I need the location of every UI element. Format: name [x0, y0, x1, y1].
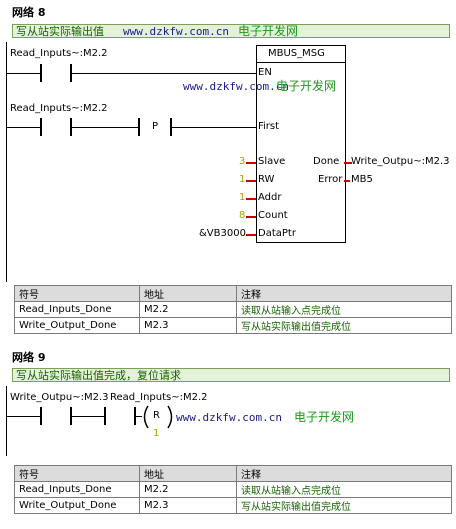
param-dataptr-wire	[246, 234, 256, 236]
rung2-wire-c	[172, 127, 256, 128]
symbol-table-8: 符号 地址 注释 Read_Inputs_Done M2.2 读取从站输入点完成…	[14, 285, 452, 334]
rung1-contact-label: Read_Inputs~:M2.2	[10, 48, 108, 59]
network-8-comment[interactable]: 写从站实际输出值	[12, 24, 450, 38]
param-count-value[interactable]: 8	[239, 210, 246, 221]
col-address: 地址	[139, 465, 237, 482]
n9-wire-a	[6, 416, 40, 417]
param-addr-wire	[246, 198, 256, 200]
reset-coil-count[interactable]: 1	[153, 428, 160, 439]
param-rw-value[interactable]: 1	[239, 174, 246, 185]
rung2-contact-right[interactable]	[70, 118, 72, 136]
n9-contact2-left[interactable]	[104, 407, 106, 425]
rung2-wire-b	[72, 127, 138, 128]
symbol-table-9: 符号 地址 注释 Read_Inputs_Done M2.2 读取从站输入点完成…	[14, 465, 452, 514]
col-symbol: 符号	[14, 465, 140, 482]
cell-symbol[interactable]: Write_Output_Done	[14, 317, 140, 334]
rung2-contact-left[interactable]	[40, 118, 42, 136]
reset-coil[interactable]	[140, 404, 176, 430]
pin-first: First	[258, 121, 280, 132]
rung1-contact-right[interactable]	[70, 64, 72, 82]
output-done-value[interactable]: Write_Outpu~:M2.3	[351, 156, 450, 167]
col-symbol: 符号	[14, 285, 140, 302]
param-dataptr-value[interactable]: &VB3000	[199, 228, 246, 239]
network-9-comment[interactable]: 写从站实际输出值完成，复位请求	[12, 368, 450, 382]
param-count-wire	[246, 216, 256, 218]
rung2-wire-a	[6, 127, 40, 128]
rung2-contact-label: Read_Inputs~:M2.2	[10, 103, 108, 114]
watermark-url-3: www.dzkfw.com.cn	[176, 411, 282, 424]
power-rail-9	[6, 386, 7, 456]
param-addr-value[interactable]: 1	[239, 192, 246, 203]
n9-contact1-right[interactable]	[70, 407, 72, 425]
n9-contact1-left[interactable]	[40, 407, 42, 425]
cell-address[interactable]: M2.2	[139, 481, 237, 498]
cell-comment[interactable]: 读取从站输入点完成位	[236, 301, 452, 318]
n9-contact2-right[interactable]	[134, 407, 136, 425]
output-done-wire	[344, 162, 352, 164]
network-9-title: 网络 9	[12, 351, 46, 364]
p-contact-right[interactable]	[170, 118, 172, 136]
pin-error: Error	[318, 174, 343, 185]
block-title: MBUS_MSG	[268, 48, 325, 59]
col-address: 地址	[139, 285, 237, 302]
network-8-comment-text: 写从站实际输出值	[16, 25, 104, 38]
table-row[interactable]: Write_Output_Done M2.3 写从站实际输出值完成位	[14, 317, 452, 334]
watermark-name-3: 电子开发网	[294, 410, 355, 424]
cell-symbol[interactable]: Read_Inputs_Done	[14, 301, 140, 318]
cell-symbol[interactable]: Write_Output_Done	[14, 497, 140, 514]
network-8-title: 网络 8	[12, 6, 46, 19]
n9-wire-c	[136, 416, 142, 417]
cell-symbol[interactable]: Read_Inputs_Done	[14, 481, 140, 498]
watermark-name: 电子开发网	[238, 24, 299, 38]
pin-addr: Addr	[258, 192, 282, 203]
param-slave-wire	[246, 162, 256, 164]
watermark-url-2: www.dzkfw.com.cn	[183, 80, 289, 93]
n9-contact1-label: Write_Outpu~:M2.3	[10, 392, 109, 403]
p-contact-left[interactable]	[138, 118, 140, 136]
mbus-msg-block[interactable]	[256, 45, 346, 243]
table-row[interactable]: Write_Output_Done M2.3 写从站实际输出值完成位	[14, 497, 452, 514]
param-rw-wire	[246, 180, 256, 182]
pin-slave: Slave	[258, 156, 286, 167]
table-row[interactable]: Read_Inputs_Done M2.2 读取从站输入点完成位	[14, 481, 452, 498]
table-row[interactable]: Read_Inputs_Done M2.2 读取从站输入点完成位	[14, 301, 452, 318]
n9-contact2-label: Read_Inputs~:M2.2	[110, 392, 208, 403]
power-rail	[6, 42, 7, 282]
pin-count: Count	[258, 210, 288, 221]
cell-comment[interactable]: 读取从站输入点完成位	[236, 481, 452, 498]
reset-coil-label: R	[153, 410, 160, 421]
output-error-wire	[344, 180, 350, 182]
block-title-divider	[256, 62, 346, 63]
n9-wire-b	[72, 416, 104, 417]
rung1-wire-a	[6, 73, 40, 74]
watermark-url: www.dzkfw.com.cn	[123, 25, 229, 38]
pin-done: Done	[313, 156, 340, 167]
rung1-contact-left[interactable]	[40, 64, 42, 82]
col-comment: 注释	[236, 285, 452, 302]
col-comment: 注释	[236, 465, 452, 482]
param-slave-value[interactable]: 3	[239, 156, 246, 167]
network-9-comment-text: 写从站实际输出值完成，复位请求	[16, 369, 181, 382]
cell-comment[interactable]: 写从站实际输出值完成位	[236, 317, 452, 334]
cell-address[interactable]: M2.3	[139, 317, 237, 334]
p-contact-label: P	[152, 121, 159, 132]
pin-rw: RW	[258, 174, 275, 185]
cell-address[interactable]: M2.2	[139, 301, 237, 318]
pin-dataptr: DataPtr	[258, 228, 296, 239]
cell-address[interactable]: M2.3	[139, 497, 237, 514]
output-error-value[interactable]: MB5	[351, 174, 373, 185]
cell-comment[interactable]: 写从站实际输出值完成位	[236, 497, 452, 514]
rung1-wire-b	[72, 73, 256, 74]
watermark-name-2: 电子开发网	[276, 79, 337, 93]
pin-en: EN	[258, 67, 272, 78]
